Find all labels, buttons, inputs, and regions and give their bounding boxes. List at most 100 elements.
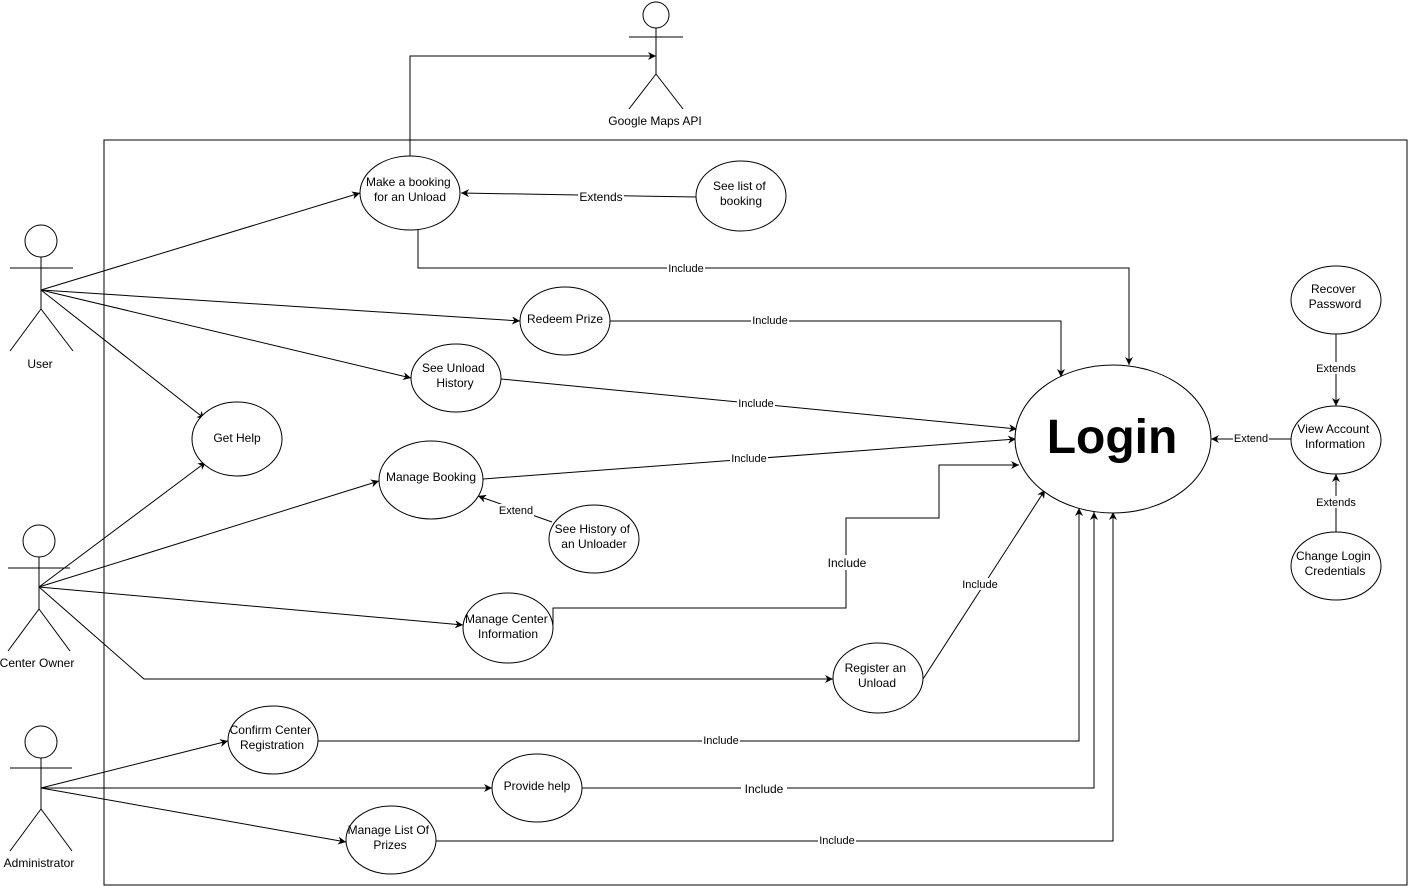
label-extends-see-list: Extends [579, 190, 622, 204]
actor-google-maps-api: Google Maps API [608, 1, 702, 128]
label-include-redeem: Include [752, 315, 787, 327]
svg-text:Change Login Credentials: Change Login Credentials [1296, 549, 1374, 578]
svg-text:Register an Unload: Register an Unload [845, 661, 910, 690]
label-include-history: Include [738, 398, 773, 410]
svg-text:Manage Center Informatio: Manage Center Information [465, 612, 551, 641]
use-case-change-login[interactable]: Change Login Credentials [1290, 531, 1382, 601]
use-case-label-line: Manage List Of [348, 823, 430, 837]
use-case-login[interactable]: Login [1014, 364, 1212, 514]
edge-manage-center-include-login [552, 461, 1019, 625]
use-case-label-line: Password [1309, 297, 1362, 311]
use-case-provide-help[interactable]: Provide help [491, 753, 583, 823]
svg-text:Manage List Of Prizes: Manage List Of Prizes [348, 823, 433, 852]
edge-booking-include-login [417, 230, 1133, 365]
use-case-get-help[interactable]: Get Help [191, 401, 283, 477]
use-case-see-history-unloader[interactable]: See History of an Unloader [548, 504, 640, 574]
use-case-label-line: Unload [858, 676, 896, 690]
use-case-label-line: See list of [713, 179, 766, 193]
edge-labels: Extends Include Include Include Include … [498, 189, 1357, 847]
use-case-label-line: booking [720, 194, 762, 208]
use-case-make-booking[interactable]: Make a booking for an Unload [359, 155, 461, 231]
edge-booking-googlemaps [409, 52, 656, 156]
actor-label-google-maps: Google Maps API [608, 114, 701, 128]
svg-text:See History of an Unload: See History of an Unloader [555, 522, 634, 551]
svg-text:Confirm Center Registrat: Confirm Center Registration [230, 723, 315, 752]
use-case-label-line: for an Unload [374, 190, 446, 204]
use-case-manage-prizes[interactable]: Manage List Of Prizes [345, 805, 437, 875]
label-include-manage-booking: Include [731, 453, 766, 465]
use-case-label-line: Information [1305, 437, 1365, 451]
use-case-label-line: Provide help [504, 779, 571, 793]
use-case-label-line: Information [478, 627, 538, 641]
label-extends-recover: Extends [1316, 363, 1356, 375]
label-include-make-booking: Include [668, 263, 703, 275]
edge-confirm-include-login [318, 508, 1083, 742]
use-case-label-line: Register an [845, 661, 906, 675]
label-include-provide-help: Include [745, 782, 784, 796]
use-case-label-login: Login [1047, 411, 1178, 464]
use-case-manage-booking[interactable]: Manage Booking [378, 440, 484, 520]
use-case-view-account-info[interactable]: View Account Information [1290, 405, 1382, 475]
svg-text:View Account Information: View Account Information [1297, 422, 1372, 451]
svg-text:Make a booking for an Un: Make a booking for an Unload [366, 175, 454, 204]
use-case-redeem-prize[interactable]: Redeem Prize [519, 286, 611, 356]
svg-text:Get Help: Get Help [213, 431, 261, 445]
use-case-label-line: Manage Booking [386, 470, 476, 484]
svg-text:Redeem Prize: Redeem Prize [527, 312, 603, 326]
label-include-register: Include [962, 579, 997, 591]
edge-prizes-include-login [436, 512, 1117, 842]
edge-user-unload-history [40, 289, 412, 381]
use-case-label-line: Redeem Prize [527, 312, 603, 326]
actor-label-user: User [27, 357, 52, 371]
label-extend-history-unloader: Extend [499, 505, 533, 517]
system-boundary [103, 139, 1408, 886]
svg-text:See Unload History: See Unload History [422, 361, 488, 390]
actor-label-administrator: Administrator [4, 856, 75, 870]
use-case-label-line: Recover [1311, 282, 1356, 296]
edge-redeem-include-login [610, 320, 1065, 377]
label-extends-change-login: Extends [1316, 497, 1356, 509]
use-case-label-line: an Unloader [561, 537, 626, 551]
edge-admin-manage-prizes [40, 787, 347, 845]
use-case-label-line: Registration [240, 738, 304, 752]
edge-owner-manage-booking [38, 479, 380, 588]
actor-user: User [9, 224, 74, 371]
label-include-manage-center: Include [828, 556, 867, 570]
use-case-recover-password[interactable]: Recover Password [1290, 265, 1382, 335]
use-case-label-line: Get Help [213, 431, 261, 445]
use-case-label-line: Prizes [373, 838, 406, 852]
use-case-see-list-booking[interactable]: See list of booking [695, 160, 787, 232]
use-case-see-unload-history[interactable]: See Unload History [410, 343, 502, 413]
edge-provide-help-include-login [582, 512, 1098, 789]
actor-administrator: Administrator [4, 725, 75, 870]
label-include-manage-prizes: Include [819, 835, 854, 847]
use-case-register-unload[interactable]: Register an Unload [832, 642, 924, 714]
label-extend-view-account: Extend [1234, 433, 1268, 445]
label-include-confirm: Include [703, 735, 738, 747]
svg-text:Recover Password: Recover Password [1309, 282, 1362, 311]
actor-label-center-owner: Center Owner [0, 656, 74, 670]
edge-admin-confirm-center [40, 739, 229, 789]
use-case-label-line: Make a booking [366, 175, 451, 189]
edge-user-get-help [40, 289, 206, 420]
actor-center-owner: Center Owner [0, 524, 74, 670]
use-case-label-line: Credentials [1305, 564, 1366, 578]
use-case-label-line: Confirm Center [230, 723, 311, 737]
svg-text:See list of booking: See list of booking [713, 179, 769, 208]
use-case-manage-center-info[interactable]: Manage Center Information [462, 592, 554, 664]
use-case-label-line: Manage Center [465, 612, 548, 626]
use-case-label-line: History [436, 376, 473, 390]
use-case-label-line: View Account [1297, 422, 1369, 436]
edge-user-make-booking [40, 191, 361, 291]
edge-owner-get-help [38, 461, 207, 588]
use-case-label-line: See Unload [422, 361, 485, 375]
edge-owner-register-unload [38, 586, 833, 683]
use-case-label-line: Change Login [1296, 549, 1371, 563]
edge-owner-manage-center [38, 586, 464, 629]
edge-user-redeem [40, 289, 521, 325]
svg-text:Manage Booking: Manage Booking [386, 470, 476, 484]
svg-text:Provide help: Provide help [504, 779, 571, 793]
use-case-confirm-center-reg[interactable]: Confirm Center Registration [227, 705, 319, 775]
